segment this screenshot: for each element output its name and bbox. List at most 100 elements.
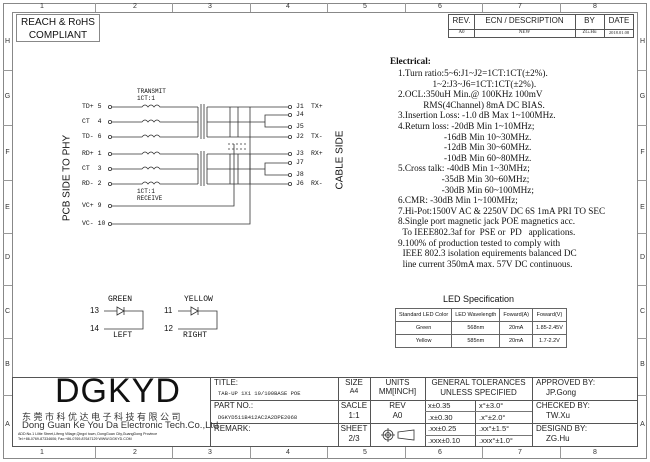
tolerance-title: GENERAL TOLERANCES [431, 378, 526, 387]
grid-tick [638, 338, 647, 339]
grid-row-label: F [640, 149, 645, 156]
grid-col-label: 7 [518, 3, 522, 10]
grid-tick [327, 3, 328, 12]
company-english-name: Dong Guan Ke You Da Electronic Tech.Co.,… [22, 420, 219, 431]
right-pin-label: J3 [296, 150, 304, 157]
grid-row-label: B [5, 361, 10, 368]
led-spec-title: LED Specification [443, 294, 515, 304]
grid-row-label: F [5, 149, 10, 156]
grid-row-label: E [5, 204, 10, 211]
rev-header: REV. [452, 16, 471, 25]
grid-tick [327, 447, 328, 459]
schematic-wires [108, 104, 292, 226]
led-right-label: RIGHT [183, 331, 208, 340]
electrical-line: -30dB Min 60~100MHz; [398, 184, 534, 195]
left-pin-label: TD- 6 [82, 133, 102, 140]
grid-col-label: 5 [363, 449, 367, 456]
ecn-value: NEW [518, 30, 531, 35]
grid-tick [638, 285, 647, 286]
electrical-title: Electrical: [390, 56, 431, 66]
signal-label: TX+ [311, 103, 323, 110]
left-pin-label: RD- 2 [82, 180, 102, 187]
grid-tick [3, 233, 12, 234]
sheet-label: SHEET [340, 424, 368, 433]
grid-col-label: 6 [438, 3, 442, 10]
by-header: BY [584, 16, 595, 25]
electrical-line: 5.Cross talk: -40dB Min 1~30MHz; [398, 163, 530, 174]
tolerance-linear: x±0.35 [428, 401, 451, 410]
by-value: ZG.Hu [582, 30, 597, 35]
grid-tick [638, 70, 647, 71]
grid-col-label: 1 [40, 3, 44, 10]
grid-tick [638, 125, 647, 126]
electrical-line: 9.100% of production tested to comply wi… [398, 237, 561, 248]
left-pin-label: CT 4 [82, 118, 102, 125]
left-pin-label: RD+ 1 [82, 150, 102, 157]
led-pin: 14 [90, 324, 99, 333]
grid-tick [560, 447, 561, 459]
right-pin-label: J5 [296, 123, 304, 130]
grid-row-label: H [4, 38, 11, 45]
schematic-diagram [108, 104, 292, 226]
scale-label: SACLE [340, 401, 368, 410]
scale-value: 1:1 [348, 411, 360, 420]
right-pin-label: J2 [296, 133, 304, 140]
rev-value: A0 [458, 30, 465, 35]
company-address: ADD:No.1 Lilite Street,Lifeng Village,Qi… [18, 432, 158, 436]
left-pin-label: TD+ 5 [82, 103, 102, 110]
designed-label: DESIGND BY: [536, 424, 588, 433]
units-label: UNITS [385, 378, 410, 387]
led-pin: 12 [164, 324, 173, 333]
ecn-header: ECN / DESCRIPTION [485, 16, 564, 25]
grid-tick [482, 447, 483, 459]
grid-tick [3, 125, 12, 126]
grid-row-label: G [639, 93, 646, 100]
grid-col-label: 8 [593, 449, 597, 456]
led-pin: 11 [164, 306, 173, 315]
signal-label: RX- [311, 180, 323, 187]
tolerance-linear: .x±0.30 [428, 412, 453, 422]
electrical-line: -10dB Min 60~80MHz. [398, 152, 532, 163]
left-pin-label: VC+ 9 [82, 202, 102, 209]
tolerance-angular: .xxx°±1.0° [479, 435, 513, 445]
rev-value: A0 [392, 411, 403, 420]
grid-row-label: B [640, 361, 645, 368]
remark-label: REMARK: [214, 424, 251, 433]
tolerance-linear: .xxx±0.10 [428, 435, 461, 445]
electrical-line: -12dB Min 30~60MHz. [398, 142, 532, 153]
grid-tick [172, 3, 173, 12]
tolerance-angular: .x°±2.0° [479, 412, 506, 422]
approved-value: JP.Gong [546, 388, 577, 397]
electrical-line: 6.CMR: -30dB Min 1~100MHz; [398, 195, 518, 206]
grid-col-label: 3 [208, 3, 212, 10]
right-pin-label: J7 [296, 159, 304, 166]
sheet-value: 2/3 [348, 434, 360, 443]
grid-row-label: G [4, 93, 11, 100]
grid-col-label: 4 [286, 449, 290, 456]
electrical-line: 3.Insertion Loss: -1.0 dB Max 1~100MHz. [398, 110, 556, 121]
right-pin-label: J1 [296, 103, 304, 110]
grid-row-label: D [639, 254, 646, 261]
compliance-box: REACH & RoHS COMPLIANT [16, 14, 100, 42]
electrical-line: To IEEE802.3af for PSE or PD application… [398, 226, 576, 237]
right-pin-label: J4 [296, 111, 304, 118]
grid-tick [560, 3, 561, 12]
compliance-line: REACH & RoHS [21, 17, 95, 28]
grid-tick [482, 3, 483, 12]
right-pin-label: J6 [296, 180, 304, 187]
grid-tick [95, 447, 96, 459]
company-logo: DGKYD [55, 372, 181, 410]
rev-label: REV [389, 401, 406, 410]
part-number: DGKYD511B412AC2A2DPE2068 [218, 414, 298, 421]
grid-tick [638, 395, 647, 396]
grid-row-label: A [640, 421, 645, 428]
designed-value: ZG.Hu [546, 434, 570, 443]
approved-label: APPROVED BY: [536, 378, 596, 387]
electrical-line: 8.Single port magnetic jack POE magnetic… [398, 216, 576, 227]
led-yellow-label: YELLOW [184, 295, 213, 304]
signal-label: TX- [311, 133, 323, 140]
electrical-line: IEEE 802.3 isolation equirements balance… [398, 248, 577, 259]
